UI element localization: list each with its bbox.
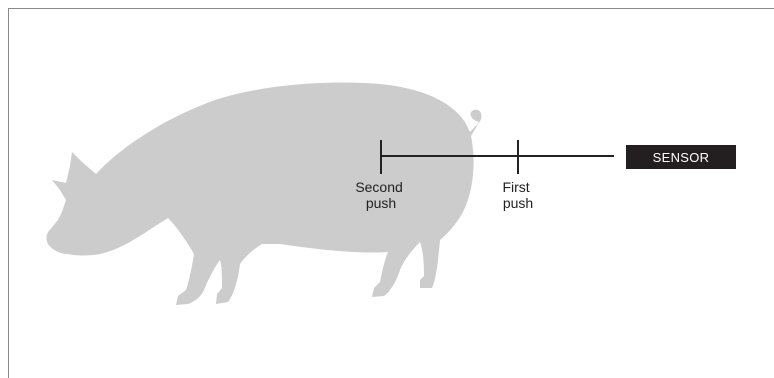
measurement-line	[380, 140, 614, 174]
pig-silhouette	[46, 82, 482, 305]
sensor-box: SENSOR	[626, 145, 736, 169]
first-push-label: First push	[502, 179, 533, 211]
diagram-frame	[8, 8, 774, 378]
second-push-label: Second push	[355, 179, 406, 211]
pig-body	[46, 82, 482, 305]
sensor-label: SENSOR	[653, 150, 710, 165]
sensor-box-bg	[626, 145, 736, 169]
